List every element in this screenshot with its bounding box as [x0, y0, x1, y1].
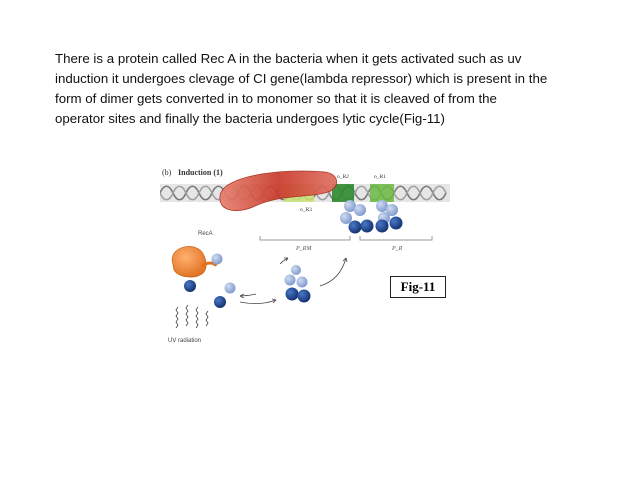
operator-label-or3: o_R3	[300, 207, 312, 213]
promoter-brackets	[260, 236, 432, 240]
operator-or1	[370, 184, 394, 202]
promoter-label-pr: P_R	[391, 246, 403, 252]
paragraph-line-2: induction it undergoes clevage of CI gen…	[55, 69, 625, 89]
reca-protein	[172, 246, 223, 277]
panel-title: Induction (1)	[178, 168, 223, 177]
reca-label: RecA	[198, 231, 213, 237]
slide-paragraph: There is a protein called Rec A in the b…	[55, 49, 625, 129]
promoter-label-prm: P_RM	[295, 246, 312, 252]
figure-caption-box: Fig-11	[390, 276, 446, 298]
paragraph-line-3: form of dimer gets converted in to monom…	[55, 89, 625, 109]
induction-figure: (b) Induction (1) o_R2 o_R1 o_R3	[160, 162, 450, 352]
reca-filament	[220, 171, 337, 211]
operator-label-or1: o_R1	[374, 174, 386, 180]
paragraph-line-4: operator sites and finally the bacteria …	[55, 109, 625, 129]
uv-radiation-label: UV radiation	[168, 338, 201, 344]
repressor-monomers	[184, 280, 236, 308]
induction-diagram: (b) Induction (1) o_R2 o_R1 o_R3	[160, 162, 450, 352]
operator-label-or2: o_R2	[337, 174, 349, 180]
paragraph-line-1: There is a protein called Rec A in the b…	[55, 49, 625, 69]
panel-label: (b)	[162, 168, 172, 177]
uv-radiation-waves	[176, 305, 208, 328]
repressor-dimer-free	[285, 265, 311, 303]
repressor-cluster-bound	[340, 200, 403, 234]
